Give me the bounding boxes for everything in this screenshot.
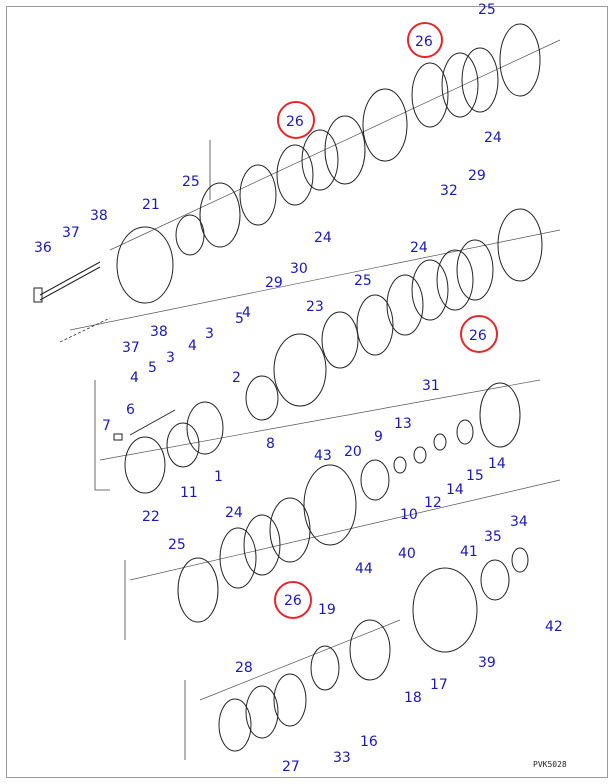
part-callout-45: 25	[168, 537, 186, 553]
part-callout-37: 9	[374, 429, 383, 445]
part-callout-0: 25	[478, 2, 496, 18]
part-callout-1: 26	[415, 34, 433, 50]
part-callout-23: 5	[235, 311, 244, 327]
part-callout-34: 22	[142, 509, 160, 525]
part-callout-19: 38	[150, 324, 168, 340]
highlight-circles	[274, 22, 498, 619]
part-callout-24: 4	[130, 370, 139, 386]
part-callout-8: 21	[142, 197, 160, 213]
part-callout-52: 42	[545, 619, 563, 635]
part-callout-16: 25	[354, 273, 372, 289]
part-callout-50: 40	[398, 546, 416, 562]
disc-stack-upper	[175, 23, 541, 256]
part-callout-28: 2	[232, 370, 241, 386]
carrier-assembly	[113, 375, 279, 494]
highlight-circle	[274, 581, 312, 619]
part-callout-60: 16	[360, 734, 378, 750]
part-callout-38: 13	[394, 416, 412, 432]
part-callout-31: 8	[266, 436, 275, 452]
part-callout-4: 32	[440, 183, 458, 199]
assembly-axis-lines	[69, 39, 561, 701]
part-callout-5: 26	[286, 114, 304, 130]
part-callout-33: 11	[180, 485, 198, 501]
disc-stack-middle	[273, 208, 543, 407]
callout-labels: 2526242932262425213837362930242625233138…	[34, 2, 563, 775]
part-callout-12: 29	[265, 275, 283, 291]
part-callout-59: 33	[333, 750, 351, 766]
part-callout-3: 29	[468, 168, 486, 184]
part-callout-14: 24	[410, 240, 428, 256]
part-callout-6: 24	[314, 230, 332, 246]
part-callout-10: 37	[62, 225, 80, 241]
part-callout-57: 17	[430, 677, 448, 693]
part-callout-30: 7	[102, 418, 111, 434]
diagram-border	[6, 6, 608, 778]
part-callout-44: 24	[225, 505, 243, 521]
part-callout-15: 26	[469, 328, 487, 344]
part-callout-13: 30	[290, 261, 308, 277]
part-callout-25: 5	[148, 360, 157, 376]
part-callout-22: 3	[205, 326, 214, 342]
part-callout-21: 4	[188, 338, 197, 354]
highlight-circle	[460, 315, 498, 353]
part-callout-17: 23	[306, 299, 324, 315]
part-callout-56: 18	[404, 690, 422, 706]
part-callout-32: 1	[214, 469, 223, 485]
part-callout-2: 24	[484, 130, 502, 146]
part-callout-18: 31	[422, 378, 440, 394]
part-callout-39: 10	[400, 507, 418, 523]
part-callout-48: 34	[510, 514, 528, 530]
part-callout-54: 19	[318, 602, 336, 618]
output-housing	[218, 547, 529, 752]
highlight-circle	[407, 22, 443, 58]
part-callout-29: 6	[126, 402, 135, 418]
part-callout-11: 36	[34, 240, 52, 256]
part-callout-9: 38	[90, 208, 108, 224]
part-callout-43: 14	[488, 456, 506, 472]
part-callout-27: 4	[242, 305, 251, 321]
part-callout-26: 3	[166, 350, 175, 366]
disc-stack-lower	[177, 382, 521, 623]
part-callout-7: 25	[182, 174, 200, 190]
part-callout-49: 35	[484, 529, 502, 545]
part-callout-58: 27	[282, 759, 300, 775]
highlight-circle	[277, 101, 315, 139]
part-callout-42: 15	[466, 468, 484, 484]
part-callout-46: 26	[284, 593, 302, 609]
part-callout-20: 37	[122, 340, 140, 356]
part-callout-51: 41	[460, 544, 478, 560]
part-callout-47: 44	[355, 561, 373, 577]
part-callout-53: 39	[478, 655, 496, 671]
part-callout-36: 20	[344, 444, 362, 460]
section-brackets	[94, 140, 211, 760]
housing-left	[33, 226, 174, 343]
part-callout-55: 28	[235, 660, 253, 676]
part-callout-41: 14	[446, 482, 464, 498]
part-callout-40: 12	[424, 495, 442, 511]
part-callout-35: 43	[314, 448, 332, 464]
drawing-code: PVK5028	[533, 760, 567, 769]
